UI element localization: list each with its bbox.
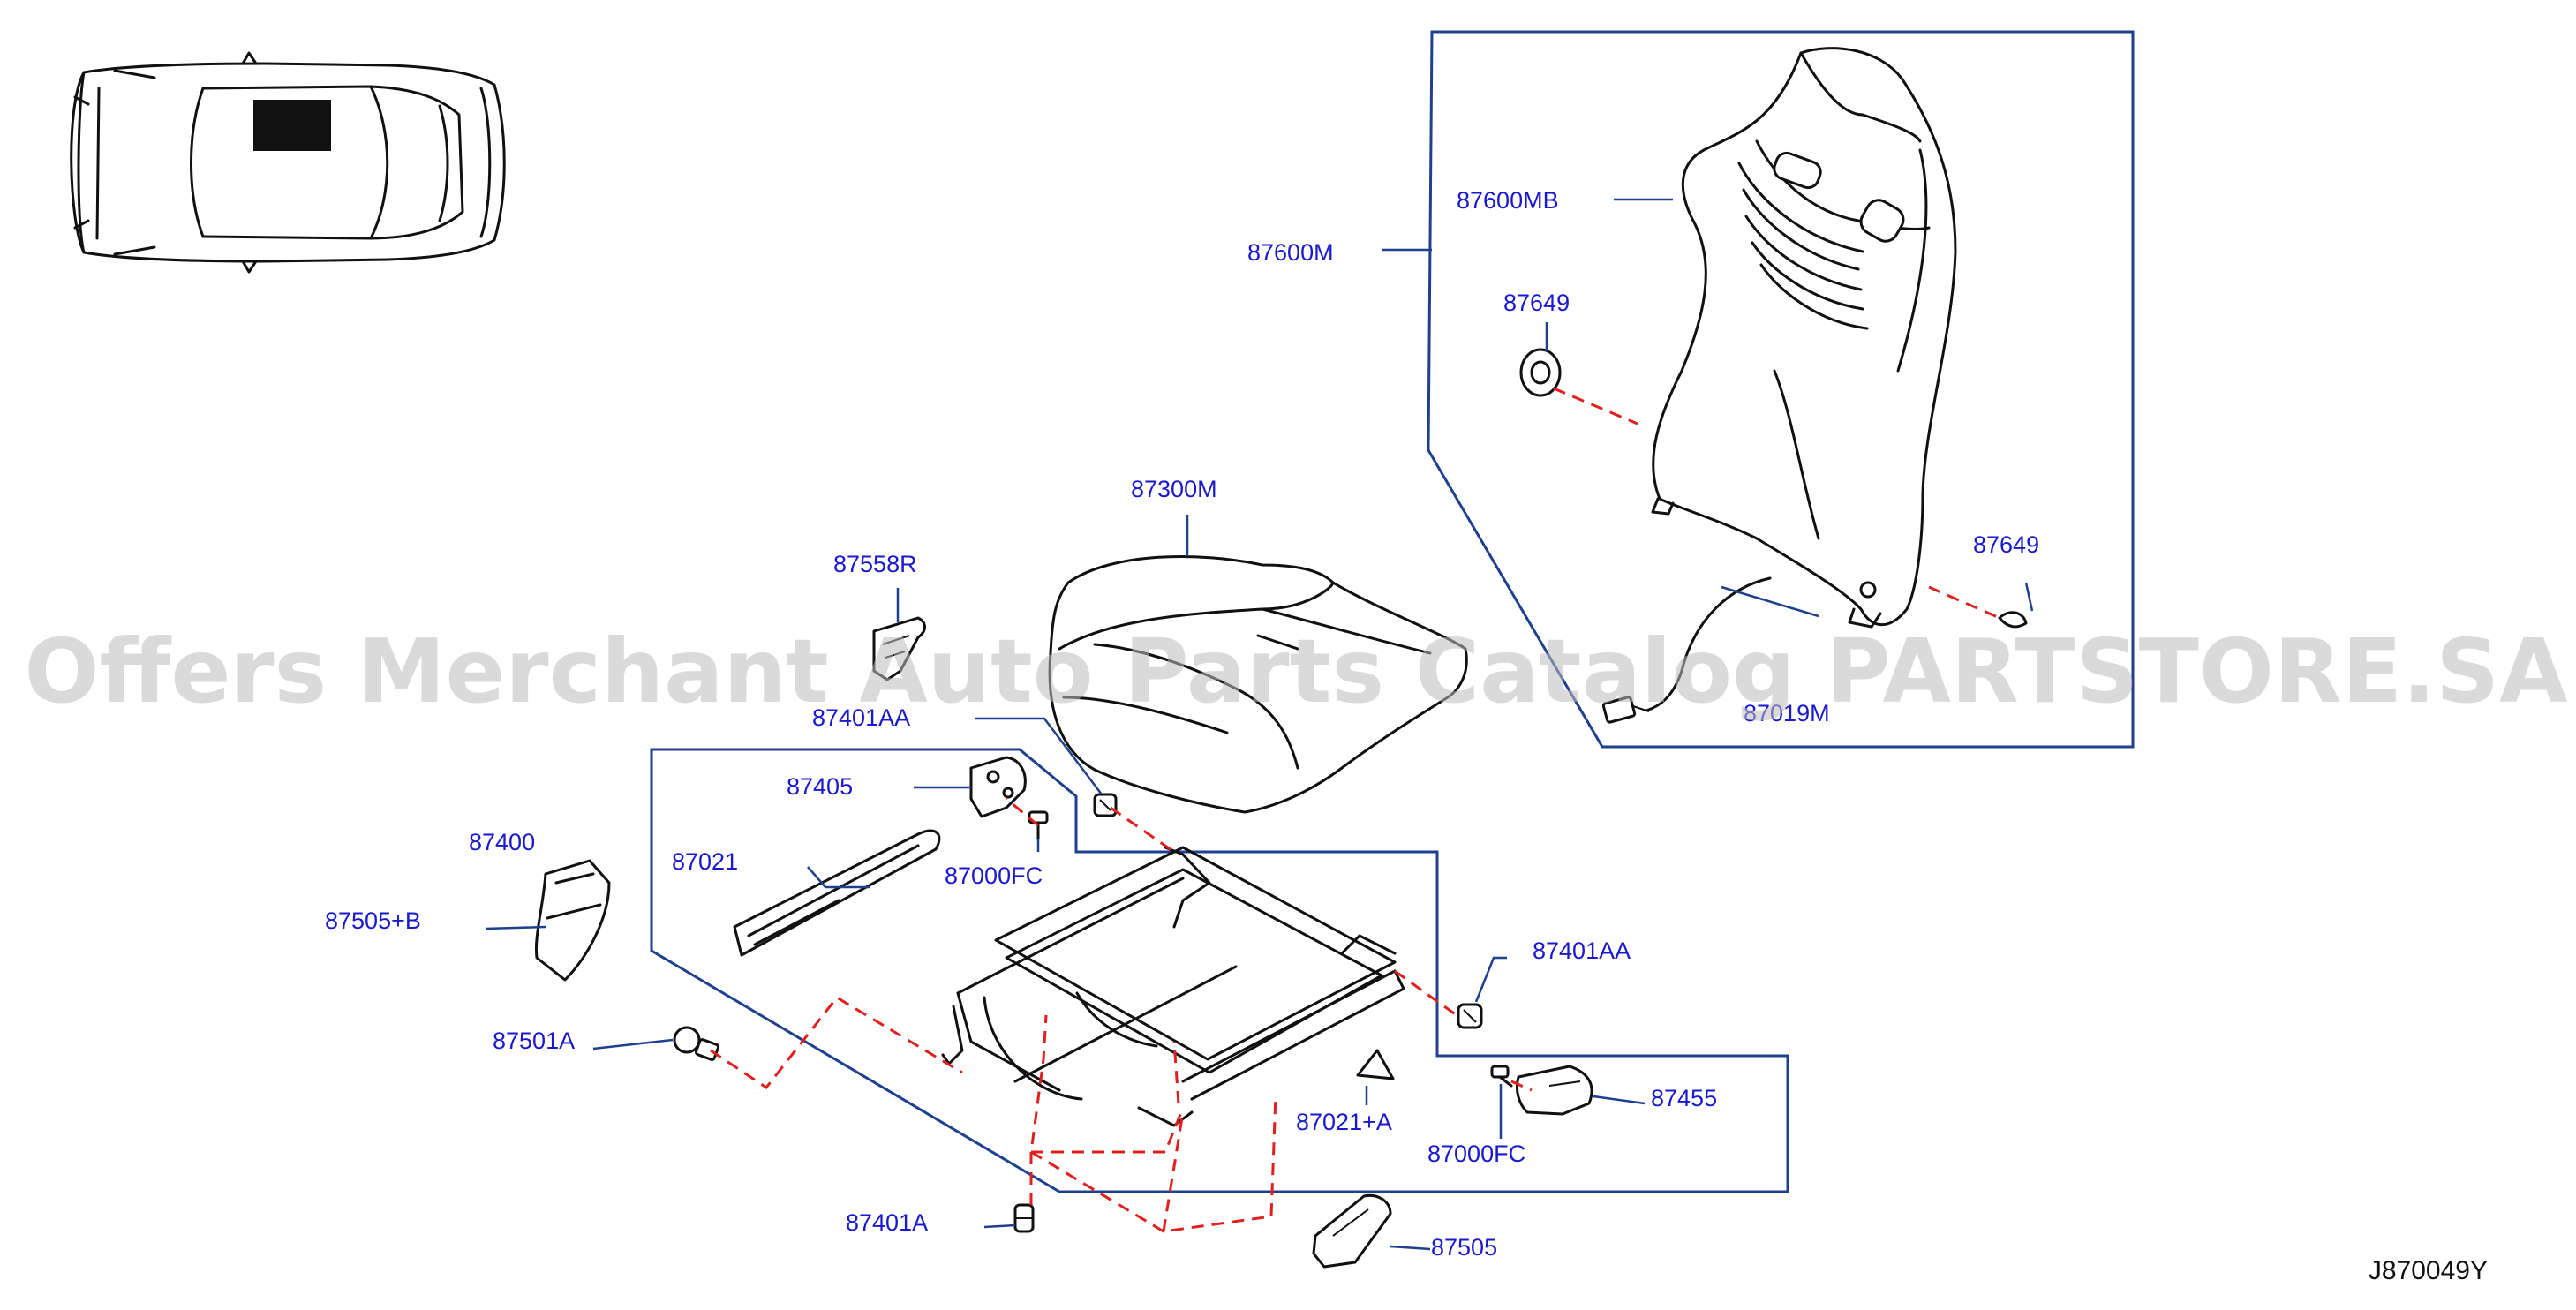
bolt-87401A-icon <box>1013 1203 1035 1233</box>
label-87558R: 87558R <box>833 551 917 577</box>
diagram-code: J870049Y <box>2369 1256 2488 1285</box>
label-87501A: 87501A <box>493 1028 575 1054</box>
label-87019M: 87019M <box>1744 700 1830 727</box>
label-87000FC-lower: 87000FC <box>1427 1141 1525 1167</box>
label-87600M: 87600M <box>1247 239 1334 266</box>
label-87649-lower: 87649 <box>1973 531 2039 558</box>
grommet-upper-icon <box>1519 348 1562 397</box>
wire-harness-icon <box>1601 576 1772 724</box>
label-87405: 87405 <box>787 773 853 800</box>
label-87401AA-right: 87401AA <box>1533 937 1631 964</box>
cushion-frame-group <box>650 748 1789 1193</box>
label-87649-upper: 87649 <box>1503 290 1570 316</box>
label-87300M: 87300M <box>1131 476 1217 502</box>
label-87021A: 87021+A <box>1296 1109 1392 1135</box>
seat-frame-rails-icon <box>941 846 1405 1127</box>
leader-lines <box>485 198 2034 1251</box>
label-87401AA-upper: 87401AA <box>812 704 910 731</box>
seatback-assembly <box>1651 47 1957 629</box>
bolt-87501A-icon <box>673 1026 720 1061</box>
label-87021: 87021 <box>672 848 738 875</box>
seat-cushion-icon <box>1048 555 1468 814</box>
grommet-lower-icon <box>1998 611 2028 629</box>
label-87600MB: 87600MB <box>1457 187 1559 214</box>
bracket-87021A-icon <box>1356 1049 1395 1080</box>
clip-87558R-icon <box>872 616 926 681</box>
seat-location-marker <box>253 100 331 151</box>
cover-87455-icon <box>1515 1065 1593 1116</box>
screw-lower-icon <box>1490 1065 1513 1088</box>
cover-87505B-icon <box>534 859 611 982</box>
side-trim-87021-icon <box>733 829 941 957</box>
label-87505B: 87505+B <box>325 907 421 934</box>
fastener-paths <box>710 387 2000 1233</box>
label-87000FC-upper: 87000FC <box>945 862 1043 889</box>
watermark-text: Offers Merchant Auto Parts Catalog PARTS… <box>24 620 2567 723</box>
label-87400: 87400 <box>469 829 535 855</box>
label-87455: 87455 <box>1651 1085 1717 1111</box>
bolt-right-icon <box>1457 1003 1483 1029</box>
vehicle-locator-icon <box>70 51 506 274</box>
cover-87505-icon <box>1312 1193 1392 1269</box>
label-87401A: 87401A <box>846 1209 928 1236</box>
bracket-87405-icon <box>969 756 1027 818</box>
label-87505: 87505 <box>1431 1234 1497 1261</box>
seatback-group-frame <box>1427 30 2135 749</box>
bolt-upper-icon <box>1093 793 1118 817</box>
